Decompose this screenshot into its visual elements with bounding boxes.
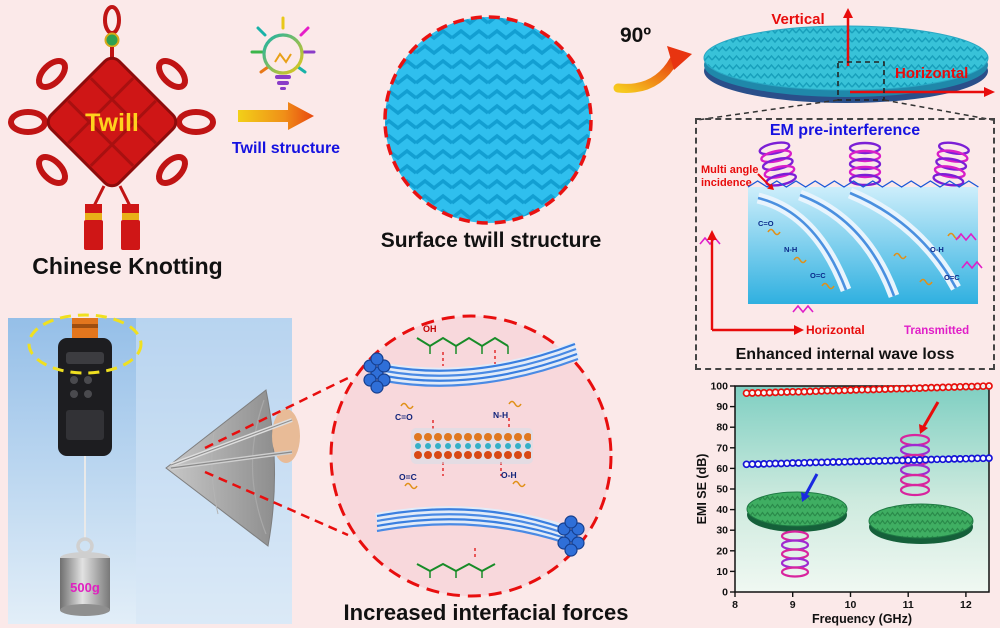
polymer-chain-top — [416, 336, 509, 354]
twill-surface-zigzag — [747, 180, 979, 188]
interfacial-forces-caption: Increased interfacial forces — [343, 600, 629, 625]
knot-loops — [8, 58, 216, 186]
zoom-region-rect — [837, 61, 885, 101]
svg-text:60: 60 — [716, 463, 728, 475]
svg-text:12: 12 — [960, 599, 972, 611]
mxene-layer — [411, 428, 533, 464]
x-axis-label: Frequency (GHz) — [812, 612, 912, 626]
svg-text:O-H: O-H — [501, 470, 517, 480]
highlight-dashed-ellipse — [27, 313, 143, 375]
rotation-arrow-icon — [613, 46, 692, 93]
bulb-icon — [262, 33, 304, 75]
magnifier-connector-lines — [204, 376, 349, 537]
chart-axis-ticks: 8 9 10 11 12 0 10 20 30 40 50 60 70 80 90 100 — [710, 381, 971, 612]
gradient-arrow-icon — [238, 102, 314, 130]
svg-text:11: 11 — [903, 599, 914, 611]
fiber-bundle-bottom — [375, 506, 585, 557]
svg-text:O=C: O=C — [810, 271, 826, 280]
absorber-disc-left — [746, 491, 848, 532]
svg-text:50: 50 — [716, 484, 728, 496]
disc-top — [703, 25, 989, 91]
svg-text:C=O: C=O — [395, 412, 413, 422]
svg-text:80: 80 — [716, 422, 728, 434]
bulb-filament — [274, 52, 292, 64]
svg-text:90: 90 — [716, 401, 728, 413]
emi-se-chart: 8 9 10 11 12 0 10 20 30 40 50 60 70 80 90 100 EMI SE (d… — [695, 381, 993, 626]
plot-area — [734, 385, 990, 593]
polymer-chain-bottom — [416, 562, 496, 578]
interfacial-bond-labels: C=O N-H O=C O-H — [395, 410, 517, 482]
multi-angle-incidence-label: Multi angle incidence — [701, 164, 759, 189]
knot-twill-label: Twill — [85, 109, 139, 137]
blue-pointer-arrow — [801, 473, 819, 502]
em-scene: C=O N-H O=C O-H O=C Hor — [699, 141, 983, 337]
bulb-base — [275, 75, 291, 90]
mechanical-test-photo: 500g — [8, 313, 300, 624]
svg-text:O-H: O-H — [930, 245, 944, 254]
svg-text:70: 70 — [716, 442, 728, 454]
svg-text:O=C: O=C — [944, 273, 960, 282]
zoom-connector-lines — [696, 99, 994, 121]
twill-structure-label: Twill structure — [231, 140, 341, 157]
hydrogen-bond-lines — [432, 350, 510, 560]
chinese-knotting-caption: Chinese Knotting — [32, 253, 223, 279]
em-panel-title: EM pre-interference — [769, 122, 921, 139]
idea-bulb-illustration — [238, 16, 316, 130]
tweezers — [170, 409, 300, 470]
red-pointer-arrow — [919, 401, 940, 434]
incidence-arrow — [757, 173, 774, 190]
interfacial-forces-inset: OH C=O N-H O=C O-H — [329, 314, 613, 598]
oh-label: OH — [423, 324, 437, 334]
svg-text:8: 8 — [732, 599, 738, 611]
fabric-sample — [165, 389, 276, 547]
horizontal-label: Horizontal — [895, 65, 968, 82]
twill-surface-circle — [383, 15, 593, 225]
hanging-test-device — [58, 318, 112, 456]
rotated-twill-disc: Vertical Horizontal — [703, 8, 995, 103]
fiber-bundle-top — [363, 341, 581, 394]
absorber-disc-right — [868, 503, 974, 544]
knot-tassels — [84, 185, 140, 250]
axis-horizontal-label: Horizontal — [806, 323, 865, 337]
twill-pattern-disc — [383, 15, 593, 225]
side-squiggles — [400, 400, 526, 490]
svg-text:30: 30 — [716, 525, 728, 537]
svg-text:N-H: N-H — [784, 245, 797, 254]
idea-rays — [250, 16, 316, 74]
knot-body — [46, 56, 178, 188]
hanging-weight: 500g — [60, 456, 110, 616]
knot-hanger — [103, 5, 121, 62]
svg-text:20: 20 — [716, 545, 728, 557]
weight-label: 500g — [70, 580, 100, 595]
svg-text:9: 9 — [790, 599, 796, 611]
svg-text:N-H: N-H — [493, 410, 508, 420]
fiber-bundles — [756, 187, 961, 298]
incident-wave-springs — [758, 141, 970, 187]
chinese-knot-illustration: Twill — [8, 5, 216, 250]
em-preinterference-panel: EM pre-interference Multi angle incidenc… — [695, 118, 995, 370]
transmitted-label: Transmitted — [904, 325, 969, 337]
y-axis-label: EMI SE (dB) — [695, 454, 709, 525]
svg-text:O=C: O=C — [399, 472, 417, 482]
svg-text:10: 10 — [845, 599, 857, 611]
vertical-label: Vertical — [771, 11, 824, 28]
direction-axes — [707, 230, 804, 335]
svg-text:C=O: C=O — [758, 219, 774, 228]
surface-twill-caption: Surface twill structure — [380, 229, 602, 252]
svg-text:0: 0 — [722, 587, 728, 599]
spring-left — [780, 530, 810, 578]
bond-labels: C=O N-H O=C O-H O=C — [758, 219, 960, 282]
chart-data-points — [742, 382, 993, 469]
spring-right — [899, 433, 931, 497]
svg-text:40: 40 — [716, 504, 728, 516]
svg-text:100: 100 — [710, 381, 728, 393]
em-panel-caption: Enhanced internal wave loss — [735, 346, 955, 363]
rotation-angle-label: 90º — [620, 24, 652, 47]
svg-text:10: 10 — [716, 566, 728, 578]
